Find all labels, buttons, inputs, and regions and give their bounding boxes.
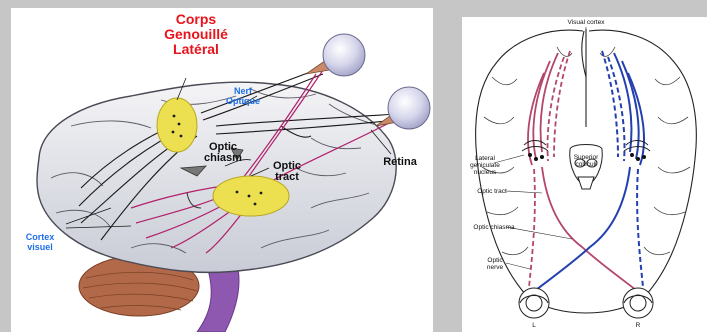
optic-tract-line-2: tract (267, 172, 307, 183)
title-line-3: Latéral (141, 42, 251, 57)
lateral-geniculate-line-1: Lateral (466, 155, 504, 162)
nerf-optique-line-1: Nerf (221, 86, 265, 96)
retina-label: Retina (377, 157, 423, 168)
optic-nerve-label: Optic nerve (482, 257, 508, 271)
lateral-geniculate-nucleus-label: Lateral geniculate nucleus (466, 155, 504, 176)
corps-genouille-lateral-label: Corps Genouillé Latéral (141, 12, 251, 57)
cortex-visuel-label: Cortex visuel (19, 232, 61, 252)
optic-tract-label: Optic tract (267, 161, 307, 183)
eye-left-label: L (528, 322, 540, 329)
eye-right-label: R (632, 322, 644, 329)
lateral-geniculate-line-2: geniculate (466, 162, 504, 169)
optic-chiasma-label: Optic chiasma (470, 224, 518, 231)
title-line-1: Corps (141, 12, 251, 27)
right-diagram-panel: Visual cortex Superior colliculi Lateral… (462, 17, 707, 332)
nerf-optique-label: Nerf Optique (221, 86, 265, 106)
lateral-geniculate-line-3: nucleus (466, 169, 504, 176)
title-line-2: Genouillé (141, 27, 251, 42)
right-hemisphere-outline (589, 30, 696, 295)
visual-cortex-label: Visual cortex (556, 19, 616, 26)
cortex-visuel-line-2: visuel (19, 242, 61, 252)
left-eye (519, 288, 549, 318)
right-eye (623, 288, 653, 318)
lgn-ellipse-upper (157, 98, 197, 152)
superior-colliculi-line-1: Superior (568, 154, 604, 161)
superior-colliculi-label: Superior colliculi (568, 154, 604, 168)
left-diagram-panel: Corps Genouillé Latéral Nerf Optique Opt… (11, 8, 433, 332)
optic-chiasm-label: Optic chiasm (201, 142, 245, 164)
superior-colliculi-line-2: colliculi (568, 161, 604, 168)
optic-nerve-line-1: Optic (482, 257, 508, 264)
optic-tract-label-right: Optic tract (470, 188, 514, 195)
nerf-optique-line-2: Optique (221, 96, 265, 106)
eye-bottom (376, 87, 430, 129)
eye-top (306, 34, 365, 76)
optic-chiasm-line-2: chiasm (201, 153, 245, 164)
cortex-visuel-line-1: Cortex (19, 232, 61, 242)
optic-nerve-line-2: nerve (482, 264, 508, 271)
